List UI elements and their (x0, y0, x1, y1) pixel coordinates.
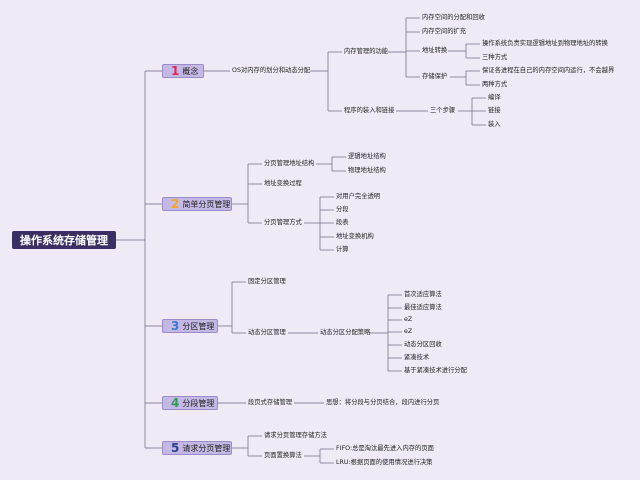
node-ez-2[interactable]: eZ (404, 328, 413, 335)
node-segment-table[interactable]: 段表 (336, 219, 349, 226)
node-load-link[interactable]: 程序的装入和链接 (344, 107, 395, 114)
node-dynamic-strategy[interactable]: 动态分区分配策略 (320, 329, 371, 336)
node-translation-desc[interactable]: 操作系统负责实现逻辑地址到物理地址的转换 (482, 40, 608, 47)
branch-segmentation[interactable]: 4 分段管理 (162, 396, 218, 410)
node-address-translation[interactable]: 地址转换 (422, 47, 448, 54)
node-two-methods[interactable]: 两种方式 (482, 81, 508, 88)
node-compile[interactable]: 编译 (488, 94, 501, 101)
node-fixed-partition[interactable]: 固定分区管理 (248, 278, 286, 285)
node-segment[interactable]: 分段 (336, 206, 349, 213)
node-segment-paging-idea[interactable]: 思想：将分段与分页结合，段内进行分页 (326, 399, 440, 406)
node-dynamic-partition[interactable]: 动态分区管理 (248, 329, 286, 336)
number-badge: 3 (171, 319, 180, 333)
branch-partition[interactable]: 3 分区管理 (162, 319, 218, 333)
node-os-memory-allocation[interactable]: OS对内存的划分和动态分配 (232, 67, 311, 74)
node-compaction[interactable]: 紧凑技术 (404, 354, 430, 361)
node-ez-1[interactable]: eZ (404, 316, 413, 323)
node-paging-address-structure[interactable]: 分页管理地址结构 (264, 160, 315, 167)
node-three-methods[interactable]: 三种方式 (482, 54, 508, 61)
node-load[interactable]: 装入 (488, 121, 501, 128)
node-paging-method[interactable]: 分页管理方式 (264, 219, 302, 226)
node-link[interactable]: 链接 (488, 107, 501, 114)
node-compaction-alloc[interactable]: 基于紧凑技术进行分配 (404, 367, 467, 374)
node-alloc-reclaim[interactable]: 内存空间的分配和回收 (422, 14, 485, 21)
node-memory-functions[interactable]: 内存管理的功能 (344, 48, 389, 55)
number-badge: 4 (171, 396, 180, 410)
root-node[interactable]: 操作系统存储管理 (12, 231, 116, 249)
branch-concept[interactable]: 1 概念 (162, 64, 204, 78)
branch-demand-paging[interactable]: 5 请求分页管理 (162, 441, 232, 455)
number-badge: 5 (171, 441, 180, 455)
node-lru[interactable]: LRU:根据页面的使用情况进行决策 (336, 459, 433, 466)
node-fifo[interactable]: FIFO:总是淘汰最先进入内存的页面 (336, 445, 434, 452)
node-protection-desc[interactable]: 保证各进程在自己的内存空间内运行，不会越界 (482, 67, 615, 74)
node-transparent[interactable]: 对用户完全透明 (336, 193, 381, 200)
node-best-fit[interactable]: 最佳适应算法 (404, 304, 442, 311)
node-translation-process[interactable]: 地址变换过程 (264, 180, 302, 187)
node-physical-address[interactable]: 物理地址结构 (348, 167, 386, 174)
number-badge: 1 (171, 64, 180, 78)
branch-title: 分区管理 (182, 321, 215, 331)
node-demand-paging-method[interactable]: 请求分页管理存储方法 (264, 432, 327, 439)
node-three-steps[interactable]: 三个步骤 (430, 107, 456, 114)
node-calculate[interactable]: 计算 (336, 246, 349, 253)
number-badge: 2 (171, 197, 180, 211)
branch-title: 概念 (182, 66, 199, 76)
node-translation-mechanism[interactable]: 地址变换机构 (336, 233, 374, 240)
branch-simple-paging[interactable]: 2 简单分页管理 (162, 197, 232, 211)
node-segment-paging[interactable]: 段页式存储管理 (248, 399, 293, 406)
node-partition-reclaim[interactable]: 动态分区回收 (404, 341, 442, 348)
node-memory-expand[interactable]: 内存空间的扩充 (422, 28, 467, 35)
node-first-fit[interactable]: 首次适应算法 (404, 291, 442, 298)
branch-title: 简单分页管理 (182, 199, 231, 209)
node-page-replacement[interactable]: 页面置换算法 (264, 452, 302, 459)
node-storage-protection[interactable]: 存储保护 (422, 73, 448, 80)
node-logical-address[interactable]: 逻辑地址结构 (348, 153, 386, 160)
branch-title: 分段管理 (182, 398, 215, 408)
branch-title: 请求分页管理 (182, 443, 231, 453)
